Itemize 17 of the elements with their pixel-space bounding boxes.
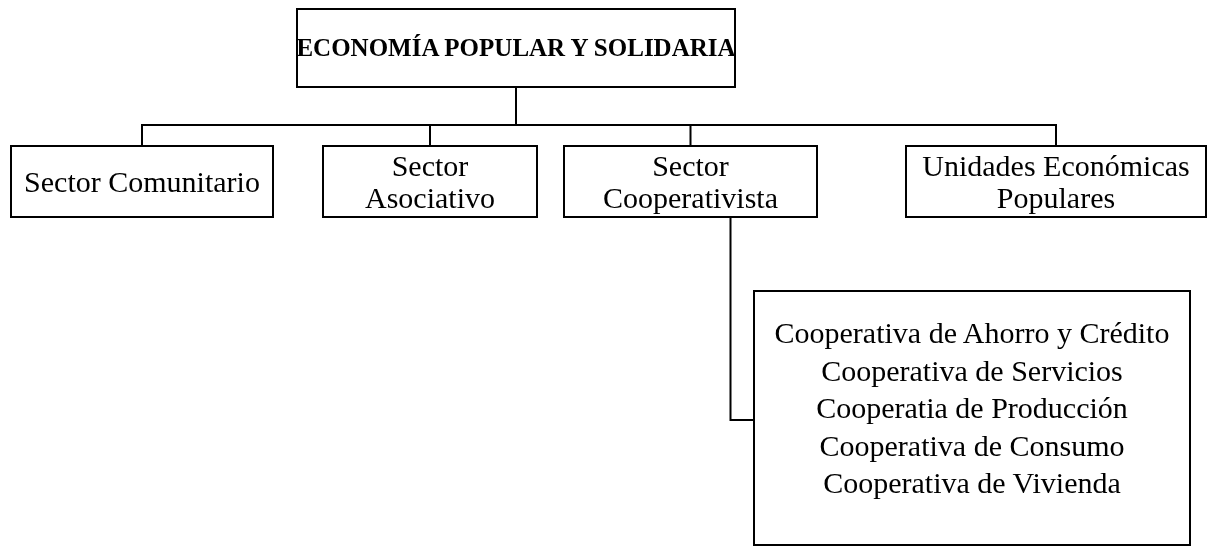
category-box [322,145,538,218]
category-box [905,145,1207,218]
node-label: Sector Asociativo [364,150,496,213]
node-label: Unidades Económicas Populares [921,150,1191,213]
category-box [753,290,1191,546]
node-label: ECONOMÍA POPULAR Y SOLIDARIA [296,34,736,62]
node-label: Cooperativa de Consumo [819,429,1125,461]
category-box [10,145,274,218]
category-box [563,145,818,218]
connector-line [729,217,754,421]
node-label: Cooperativa de Vivienda [823,467,1121,499]
node-label: Sector Cooperativista [602,150,779,213]
node-label: Cooperativa de Servicios [821,354,1123,386]
node-label: Cooperativa de Ahorro y Crédito [774,317,1170,349]
title-box [296,8,736,88]
node-label: Cooperatia de Producción [816,392,1128,424]
node-label: Sector Comunitario [24,165,260,198]
